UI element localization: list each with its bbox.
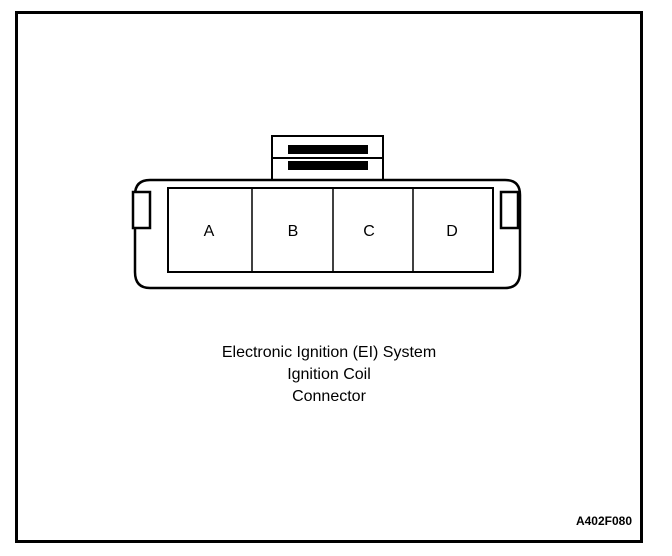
caption-line-1: Electronic Ignition (EI) System <box>221 344 437 361</box>
connector-left-latch <box>131 190 152 230</box>
figure-id-label: A402F080 <box>575 514 632 528</box>
connector-locking-tab <box>271 135 384 182</box>
caption-line-3: Connector <box>292 388 366 405</box>
pin-label-a: A <box>204 223 215 240</box>
caption-line-2: Ignition Coil <box>287 366 371 383</box>
figure-frame <box>15 11 643 543</box>
connector-right-latch <box>499 190 520 230</box>
pin-label-c: C <box>363 223 375 240</box>
pin-label-d: D <box>446 223 458 240</box>
pin-label-b: B <box>288 223 299 240</box>
pin-cavity-area <box>167 187 494 273</box>
figure-caption: Electronic Ignition (EI) System Ignition… <box>15 342 643 408</box>
